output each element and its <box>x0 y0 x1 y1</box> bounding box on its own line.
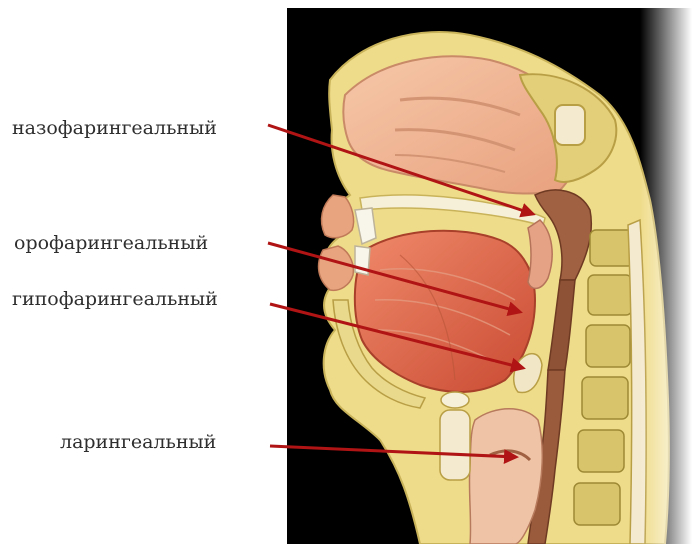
right-edge-fade <box>640 0 692 544</box>
label-oropharyngeal: орофарингеальный <box>14 232 208 254</box>
label-laryngeal: ларингеальный <box>60 431 216 453</box>
vertebra <box>574 483 620 525</box>
thyroid-cartilage <box>440 410 470 480</box>
vertebra <box>588 275 632 315</box>
vertebra <box>586 325 630 367</box>
hyoid-bone <box>441 392 469 408</box>
label-hypopharyngeal: гипофарингеальный <box>12 288 218 310</box>
vertebra <box>578 430 624 472</box>
label-nasopharyngeal: назофарингеальный <box>12 117 217 139</box>
vertebra <box>590 230 634 266</box>
sphenoid-sinus <box>555 105 585 145</box>
vertebra <box>582 377 628 419</box>
